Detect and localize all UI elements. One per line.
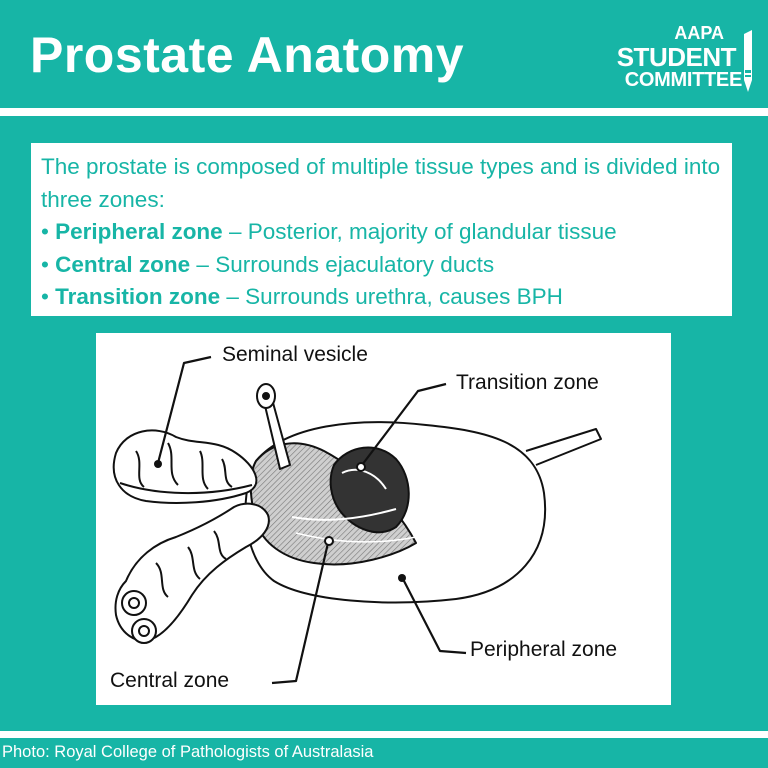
bullet-transition: • Transition zone – Surrounds urethra, c… bbox=[41, 284, 563, 309]
logo-line-2: STUDENT bbox=[616, 42, 737, 72]
label-peripheral-zone: Peripheral zone bbox=[470, 638, 618, 661]
central-zone-leader bbox=[271, 542, 330, 685]
bullet-desc: – Surrounds ejaculatory ducts bbox=[190, 251, 495, 277]
bullet-desc: – Posterior, majority of glandular tissu… bbox=[222, 219, 617, 244]
photo-credit: Photo: Royal College of Pathologists of … bbox=[2, 743, 374, 761]
bullet-term: Central zone bbox=[55, 251, 191, 277]
aapa-student-committee-logo: AAPA STUDENT COMMITTEE bbox=[604, 24, 754, 94]
logo-line-1: AAPA bbox=[674, 23, 724, 43]
logo-line-3: COMMITTEE bbox=[624, 69, 743, 91]
prostate-illustration bbox=[112, 355, 602, 685]
peripheral-zone-leader bbox=[403, 580, 467, 655]
label-seminal-vesicle: Seminal vesicle bbox=[222, 343, 368, 366]
bullet-term: Transition zone bbox=[55, 284, 221, 309]
seminal-vesicle-leader bbox=[156, 355, 212, 464]
intro-text: The prostate is composed of multiple tis… bbox=[41, 154, 721, 212]
pen-icon bbox=[744, 30, 752, 92]
label-transition-zone: Transition zone bbox=[456, 371, 599, 394]
prostate-diagram: Seminal vesicle Transition zone Peripher… bbox=[96, 333, 671, 705]
footer-divider bbox=[0, 731, 768, 738]
header-divider bbox=[0, 108, 768, 116]
transition-zone-leader bbox=[361, 382, 447, 466]
label-central-zone: Central zone bbox=[110, 669, 230, 692]
info-box: The prostate is composed of multiple tis… bbox=[31, 143, 732, 316]
bullet-central: • Central zone – Surrounds ejaculatory d… bbox=[41, 251, 495, 277]
page-title: Prostate Anatomy bbox=[30, 27, 465, 83]
bullet-desc: – Surrounds urethra, causes BPH bbox=[220, 284, 563, 309]
header: Prostate Anatomy AAPA STUDENT COMMITTEE bbox=[0, 0, 768, 108]
bullet-term: Peripheral zone bbox=[55, 219, 223, 244]
bullet-peripheral: • Peripheral zone – Posterior, majority … bbox=[41, 219, 617, 244]
